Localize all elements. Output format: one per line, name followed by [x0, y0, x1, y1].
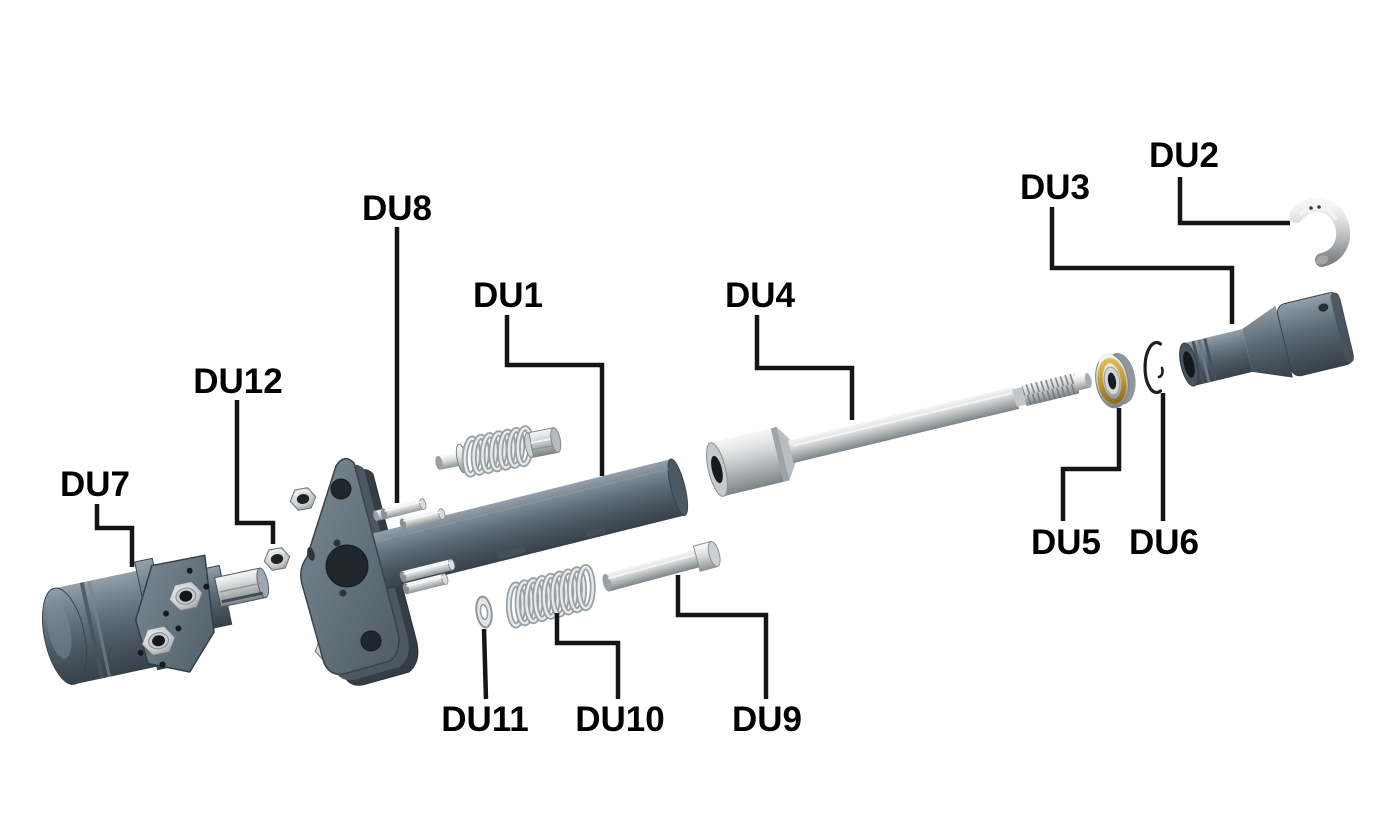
shaft-socket-end: [708, 426, 790, 497]
label-du5: DU5: [1031, 523, 1101, 562]
label-du7: DU7: [60, 465, 130, 504]
cylinder-tube: [370, 458, 689, 591]
flange-bolt-hole: [360, 630, 382, 652]
motor-port-fitting-icon: [168, 580, 204, 612]
leader-du11: [481, 628, 489, 700]
leader-du5: [1060, 408, 1122, 521]
spring-plunger-assembly: [435, 421, 562, 483]
screw-icon: [399, 558, 456, 583]
part-du1-cylinder-housing: [300, 457, 689, 686]
bearing-cage: [1097, 358, 1127, 404]
screw-icon: [402, 573, 449, 595]
part-du8-screws: [373, 498, 456, 595]
label-du3: DU3: [1020, 168, 1090, 207]
label-du10: DU10: [575, 700, 664, 739]
part-du10-spring: [499, 564, 602, 629]
label-du1: DU1: [473, 276, 543, 315]
motor-port-fitting-icon: [141, 625, 176, 657]
plate-screw-holes: [137, 567, 210, 668]
hex-nut-icon: [263, 547, 291, 571]
part-du4-shaft: [705, 372, 1092, 497]
leader-du7: [94, 504, 135, 567]
part-du9-pin: [602, 540, 721, 592]
label-du12: DU12: [193, 362, 282, 401]
hex-nut-icon: [289, 487, 317, 511]
label-du11: DU11: [441, 700, 529, 739]
leader-du12: [234, 400, 276, 544]
flange-bolt-hole: [330, 478, 352, 500]
screw-icon: [399, 508, 446, 530]
part-du3-end-fitting: [1179, 292, 1354, 387]
label-du9: DU9: [732, 700, 802, 739]
leader-du9: [675, 575, 769, 699]
part-du11-washer: [475, 595, 493, 629]
flange-center-bore: [325, 544, 369, 588]
part-labels: DU1 DU2 DU3 DU4 DU5 DU6 DU7 DU8 DU9 DU10…: [60, 136, 1219, 739]
part-du2-clip: [1289, 198, 1351, 267]
leader-du1: [504, 315, 605, 476]
leader-du10: [554, 613, 621, 699]
leader-du3: [1049, 207, 1235, 324]
leader-lines: [94, 177, 1290, 700]
screw-icon: [380, 498, 427, 520]
part-du6-retaining-ring: [1143, 340, 1164, 395]
part-du7-hydraulic-motor: [41, 554, 270, 685]
leader-du2: [1177, 177, 1290, 226]
label-du6: DU6: [1129, 523, 1199, 562]
label-du8: DU8: [362, 189, 432, 228]
shaft-body: [788, 386, 1020, 463]
part-du5-bearing: [1095, 352, 1136, 409]
label-du4: DU4: [725, 276, 796, 315]
leader-du4: [754, 315, 855, 420]
motor-output-shaft-icon: [214, 567, 270, 608]
label-du2: DU2: [1149, 136, 1219, 175]
